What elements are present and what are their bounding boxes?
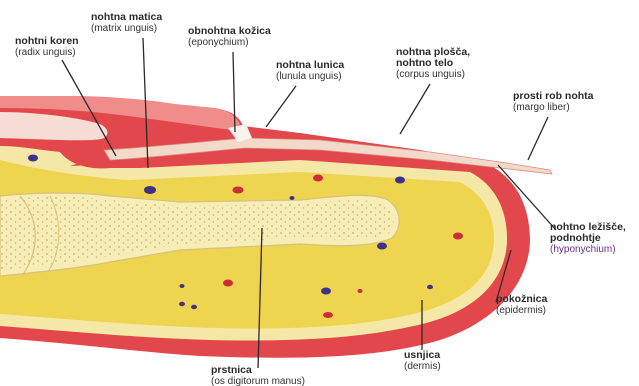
label-prosti-rob: prosti rob nohta (margo liber) xyxy=(513,91,594,113)
label-nohtna-matica: nohtna matica (matrix unguis) xyxy=(91,12,162,34)
label-title: nohtni koren xyxy=(15,36,79,47)
vessel-vein xyxy=(144,186,156,194)
label-prstnica: prstnica (os digitorum manus) xyxy=(211,365,305,386)
vessel-vein xyxy=(377,243,387,250)
label-title: pokožnica xyxy=(496,294,547,305)
leader-corpus xyxy=(400,84,430,134)
label-nohtni-koren: nohtni koren (radix unguis) xyxy=(15,36,79,58)
vessel-vein xyxy=(191,305,197,309)
label-nohtna-plosca: nohtna plošča, nohtno telo (corpus ungui… xyxy=(396,47,470,80)
label-title: nohtna matica xyxy=(91,12,162,23)
leader-margo xyxy=(528,117,548,160)
vessel-artery xyxy=(453,233,463,240)
vessel-artery xyxy=(313,175,323,182)
label-title: usnjica xyxy=(404,350,441,361)
vessel-vein xyxy=(28,155,38,162)
vessel-vein xyxy=(180,284,185,288)
label-subtitle: (matrix unguis) xyxy=(91,23,162,34)
label-subtitle: (radix unguis) xyxy=(15,47,79,58)
label-subtitle: (epidermis) xyxy=(496,305,547,316)
label-nohtno-lezisce: nohtno ležišče, podnohtje (hyponychium) xyxy=(550,222,626,255)
vessel-artery xyxy=(223,280,233,287)
label-title: prstnica xyxy=(211,365,305,376)
label-nohtna-lunica: nohtna lunica (lunula unguis) xyxy=(276,60,344,82)
label-title: obnohtna kožica xyxy=(188,26,271,37)
label-usnjica: usnjica (dermis) xyxy=(404,350,441,372)
label-subtitle: (os digitorum manus) xyxy=(211,376,305,386)
vessel-vein xyxy=(179,302,185,306)
leader-lunula xyxy=(266,86,296,127)
label-title-2: podnohtje xyxy=(550,233,626,244)
label-pokoznica: pokožnica (epidermis) xyxy=(496,294,547,316)
label-title-2: nohtno telo xyxy=(396,58,470,69)
vessel-artery xyxy=(323,312,333,318)
label-subtitle: (lunula unguis) xyxy=(276,71,344,82)
label-subtitle: (corpus unguis) xyxy=(396,69,470,80)
vessel-artery xyxy=(358,289,363,293)
label-subtitle: (eponychium) xyxy=(188,37,271,48)
vessel-vein xyxy=(321,288,331,295)
label-obnohtna-kozica: obnohtna kožica (eponychium) xyxy=(188,26,271,48)
label-title: prosti rob nohta xyxy=(513,91,594,102)
vessel-vein xyxy=(427,285,433,289)
label-subtitle: (margo liber) xyxy=(513,102,594,113)
label-subtitle: (dermis) xyxy=(404,361,441,372)
label-subtitle: (hyponychium) xyxy=(550,244,626,255)
label-title: nohtna lunica xyxy=(276,60,344,71)
vessel-vein xyxy=(290,196,295,200)
vessel-artery xyxy=(233,187,244,194)
vessel-vein xyxy=(395,177,405,184)
